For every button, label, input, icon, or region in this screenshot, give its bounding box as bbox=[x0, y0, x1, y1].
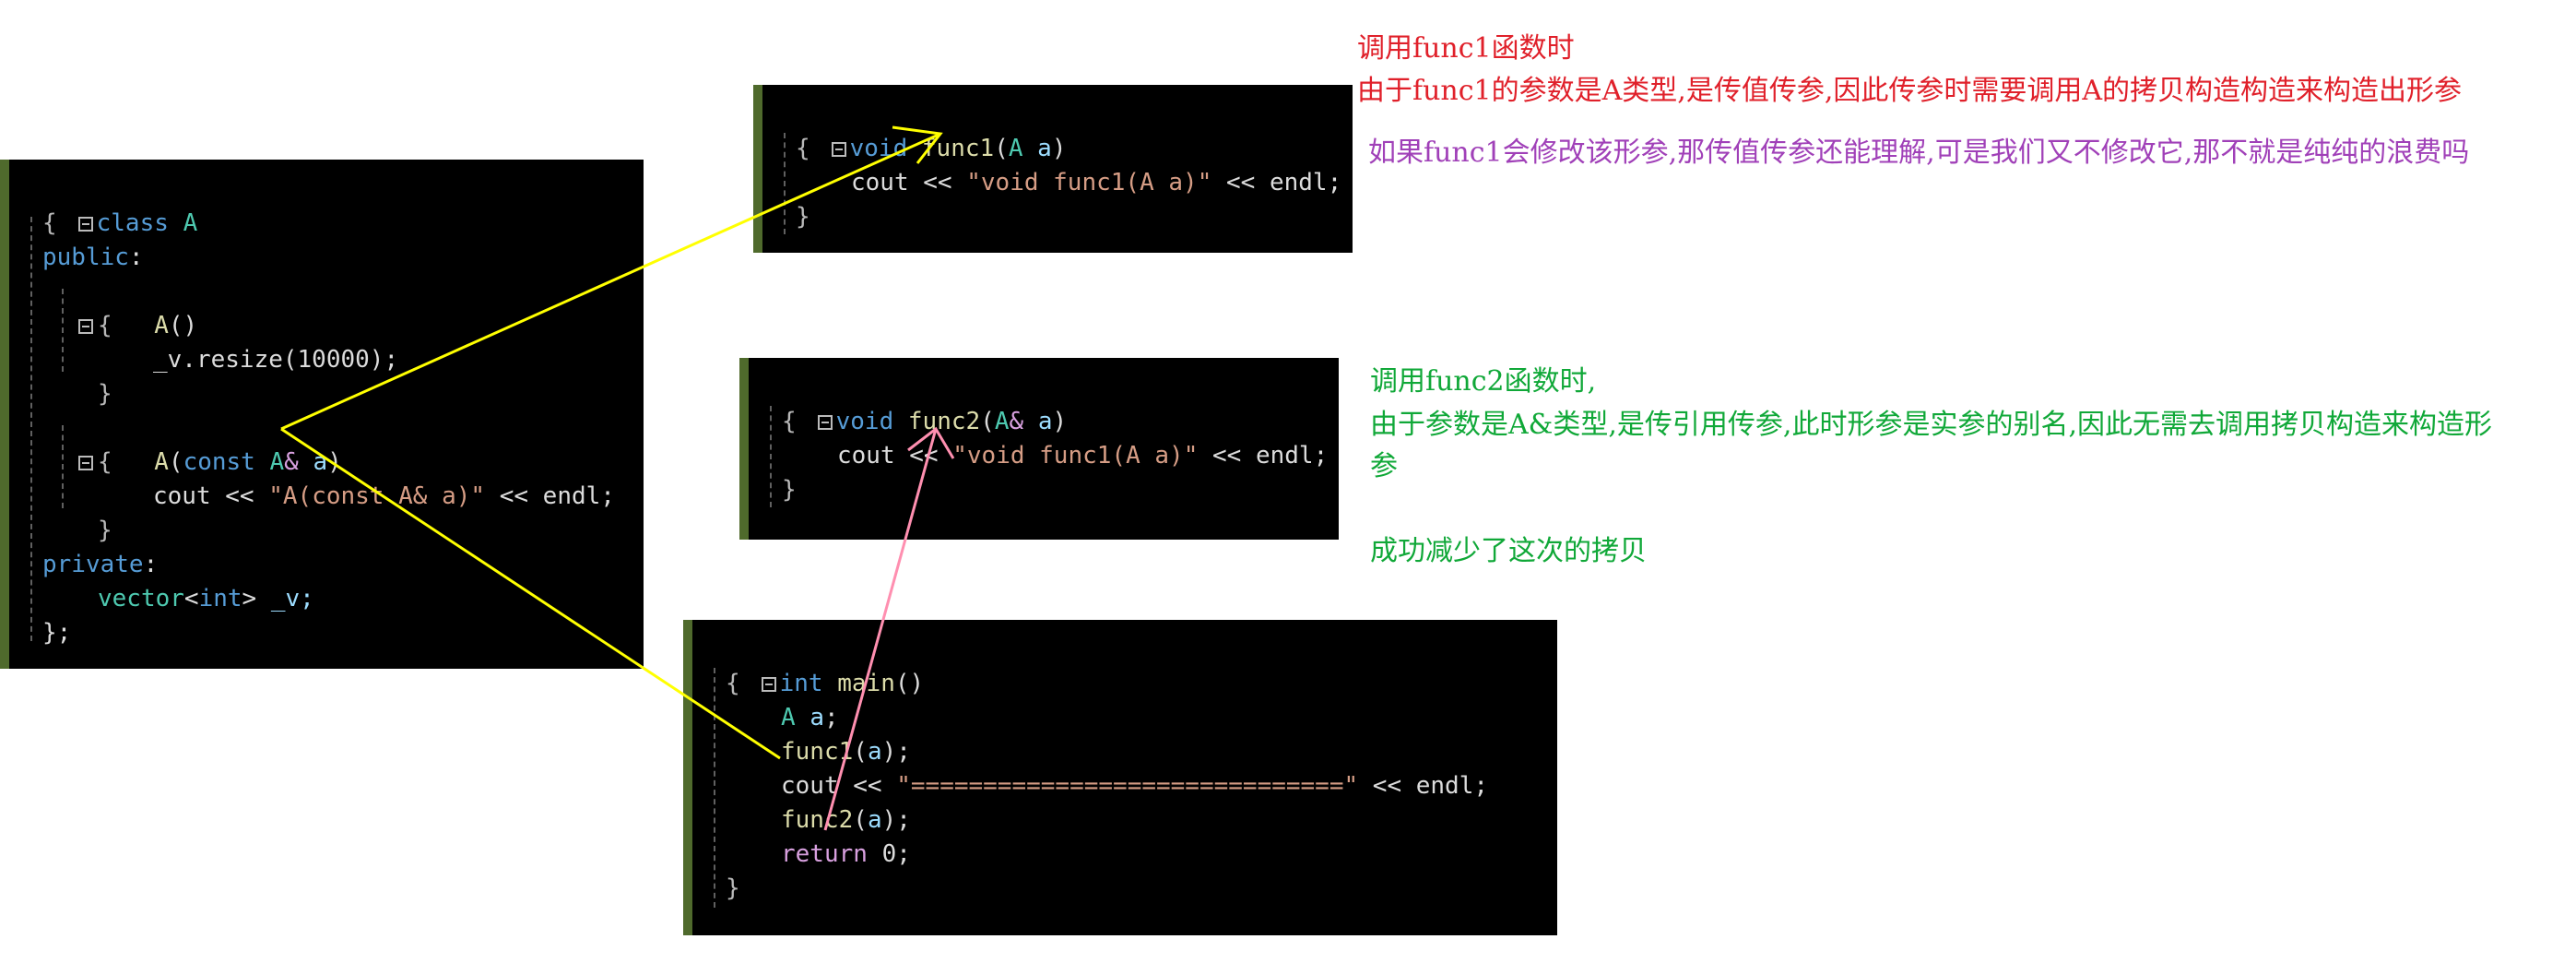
code-token: int bbox=[198, 585, 242, 612]
access-specifier: private bbox=[42, 551, 144, 578]
code-token: cout << bbox=[837, 442, 953, 470]
left-margin-bar bbox=[0, 160, 9, 669]
code-line: { bbox=[782, 408, 797, 435]
code-token: int bbox=[779, 670, 823, 697]
code-token: A bbox=[269, 448, 285, 476]
code-token: cout << bbox=[153, 482, 269, 510]
arrowhead-icon bbox=[907, 426, 955, 459]
code-line: } bbox=[726, 874, 740, 902]
code-line: { bbox=[98, 448, 112, 476]
left-margin-bar bbox=[739, 358, 749, 540]
code-line: { bbox=[98, 312, 112, 339]
code-token: void bbox=[835, 408, 894, 435]
func1-call: func1 bbox=[781, 738, 854, 766]
left-margin-bar bbox=[683, 620, 692, 935]
function-name: func2 bbox=[907, 408, 981, 435]
arrowhead-icon bbox=[892, 125, 943, 164]
class-a-code-panel: class A { public: A() { _v.resize(10000)… bbox=[0, 160, 644, 669]
func2-call: func2 bbox=[781, 806, 854, 834]
collapse-icon[interactable] bbox=[831, 141, 846, 157]
collapse-icon[interactable] bbox=[761, 676, 776, 692]
code-token: () bbox=[168, 312, 198, 339]
string-literal: "void func1(A a)" bbox=[966, 169, 1212, 196]
func2-note-result: 成功减少了这次的拷贝 bbox=[1370, 535, 1647, 567]
func2-code-panel: void func2(A& a) { cout << "void func1(A… bbox=[739, 358, 1339, 540]
func1-note-title: 调用func1函数时 bbox=[1357, 32, 1575, 65]
class-name: A bbox=[183, 209, 198, 237]
func2-note-reason: 由于参数是A&类型,是传引用传参,此时形参是实参的别名,因此无需去调用拷贝构造来… bbox=[1370, 409, 2492, 441]
code-token: _v; bbox=[256, 585, 314, 612]
code-token: cout << bbox=[781, 772, 897, 800]
code-token: () bbox=[894, 670, 925, 697]
string-literal: "==============================" bbox=[896, 772, 1359, 800]
left-margin-bar bbox=[753, 85, 762, 253]
code-token: 0; bbox=[867, 840, 911, 868]
func1-note-reason: 由于func1的参数是A类型,是传值传参,因此传参时需要调用A的拷贝构造构造来构… bbox=[1357, 75, 2463, 107]
func2-note-title: 调用func2函数时, bbox=[1370, 365, 1597, 398]
code-token: void bbox=[849, 135, 908, 162]
class-keyword: class bbox=[96, 209, 169, 237]
code-token: A bbox=[994, 408, 1010, 435]
func2-call-to-func2-arrow bbox=[823, 428, 938, 831]
code-token: const bbox=[183, 448, 255, 476]
copy-constructor-name: A bbox=[154, 448, 169, 476]
code-token: & bbox=[284, 448, 299, 476]
code-line: } bbox=[782, 476, 797, 504]
copy-ctor-to-func1-arrow bbox=[280, 132, 941, 431]
collapse-icon[interactable] bbox=[77, 216, 93, 232]
code-line: { bbox=[726, 670, 740, 697]
collapse-icon[interactable] bbox=[817, 414, 833, 430]
code-token: a bbox=[313, 448, 328, 476]
function-name: func1 bbox=[921, 135, 995, 162]
constructor-name: A bbox=[154, 312, 169, 339]
code-token: a bbox=[1037, 135, 1052, 162]
func2-note-reason-cont: 参 bbox=[1370, 450, 1398, 482]
code-token: a bbox=[809, 704, 824, 731]
string-literal: "void func1(A a)" bbox=[952, 442, 1199, 470]
code-token: A bbox=[1008, 135, 1023, 162]
code-line: } bbox=[796, 203, 810, 231]
access-specifier: public bbox=[42, 244, 129, 271]
main-code-panel: int main() { A a; func1(a); cout << "===… bbox=[683, 620, 1557, 935]
code-token: & bbox=[1009, 408, 1024, 435]
code-token: a bbox=[867, 806, 882, 834]
code-token: a bbox=[1037, 408, 1053, 435]
func1-note-waste: 如果func1会修改该形参,那传值传参还能理解,可是我们又不修改它,那不就是纯纯… bbox=[1368, 137, 2470, 169]
code-token: << endl; bbox=[1211, 169, 1342, 196]
code-line: }; bbox=[42, 619, 72, 647]
collapse-icon[interactable] bbox=[77, 455, 93, 470]
code-line: } bbox=[98, 380, 112, 408]
code-token: a bbox=[867, 738, 882, 766]
func1-code-panel: void func1(A a) { cout << "void func1(A … bbox=[753, 85, 1353, 253]
collapse-icon[interactable] bbox=[77, 318, 93, 334]
code-token: << endl; bbox=[1198, 442, 1329, 470]
code-line: { bbox=[796, 135, 810, 162]
copy-ctor-to-func1-call-line bbox=[280, 427, 781, 760]
code-line: _v.resize(10000); bbox=[153, 346, 399, 374]
code-token: vector bbox=[98, 585, 184, 612]
code-line: { bbox=[42, 209, 57, 237]
code-line: } bbox=[98, 517, 112, 544]
code-token: << endl; bbox=[1358, 772, 1489, 800]
code-token: << endl; bbox=[485, 482, 615, 510]
code-token: cout << bbox=[851, 169, 967, 196]
code-token: return bbox=[781, 840, 868, 868]
string-literal: "A(const A& a)" bbox=[268, 482, 486, 510]
code-token: A bbox=[781, 704, 796, 731]
